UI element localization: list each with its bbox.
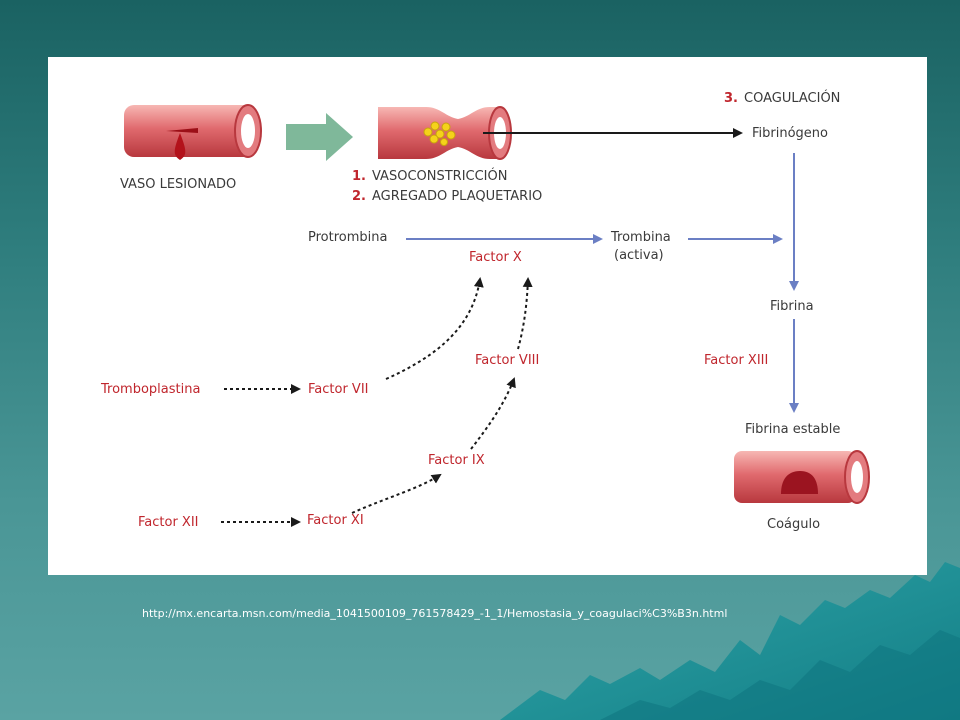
green-arrow-icon xyxy=(286,113,353,161)
step-2-number: 2. xyxy=(352,189,366,204)
step-3-label: COAGULACIÓN xyxy=(744,91,841,106)
dotted-arrow-factor-viii-to-factor-x xyxy=(517,277,533,350)
injured-vessel-icon xyxy=(124,104,262,160)
dotted-arrow-factor-ix-to-factor-viii xyxy=(470,377,516,450)
dotted-arrow-factor-xi-to-factor-ix xyxy=(351,473,442,514)
step-2-label: AGREGADO PLAQUETARIO xyxy=(372,189,543,204)
label-factor-x: Factor X xyxy=(469,250,522,265)
label-trombina-activa: (activa) xyxy=(614,248,664,263)
mountain-ridge xyxy=(600,630,960,720)
label-factor-xi: Factor XI xyxy=(307,513,364,528)
label-fibrina-estable: Fibrina estable xyxy=(745,422,841,437)
clot-vessel-icon xyxy=(734,450,870,504)
clot-icon xyxy=(781,471,818,494)
step-1-label: VASOCONSTRICCIÓN xyxy=(372,169,508,184)
step-1-number: 1. xyxy=(352,169,366,184)
label-factor-viii: Factor VIII xyxy=(475,353,540,368)
diagram-graphics xyxy=(124,104,870,527)
label-tromboplastina: Tromboplastina xyxy=(101,382,201,397)
step-3-number: 3. xyxy=(724,91,738,106)
label-factor-vii: Factor VII xyxy=(308,382,369,397)
diagram-panel: VASO LESIONADO 1. VASOCONSTRICCIÓN 2. AG… xyxy=(48,57,927,575)
label-factor-xiii: Factor XIII xyxy=(704,353,769,368)
dotted-arrow-factor-vii-to-factor-x xyxy=(385,277,484,380)
label-factor-ix: Factor IX xyxy=(428,453,485,468)
label-fibrinogeno: Fibrinógeno xyxy=(752,126,828,141)
label-factor-xii: Factor XII xyxy=(138,515,199,530)
label-fibrina: Fibrina xyxy=(770,299,814,314)
label-vaso-lesionado: VASO LESIONADO xyxy=(120,177,237,192)
label-trombina: Trombina xyxy=(611,230,671,245)
platelet-cluster-icon xyxy=(423,121,456,146)
source-url: http://mx.encarta.msn.com/media_10415001… xyxy=(142,607,728,620)
label-coagulo: Coágulo xyxy=(767,517,821,532)
label-protrombina: Protrombina xyxy=(308,230,388,245)
